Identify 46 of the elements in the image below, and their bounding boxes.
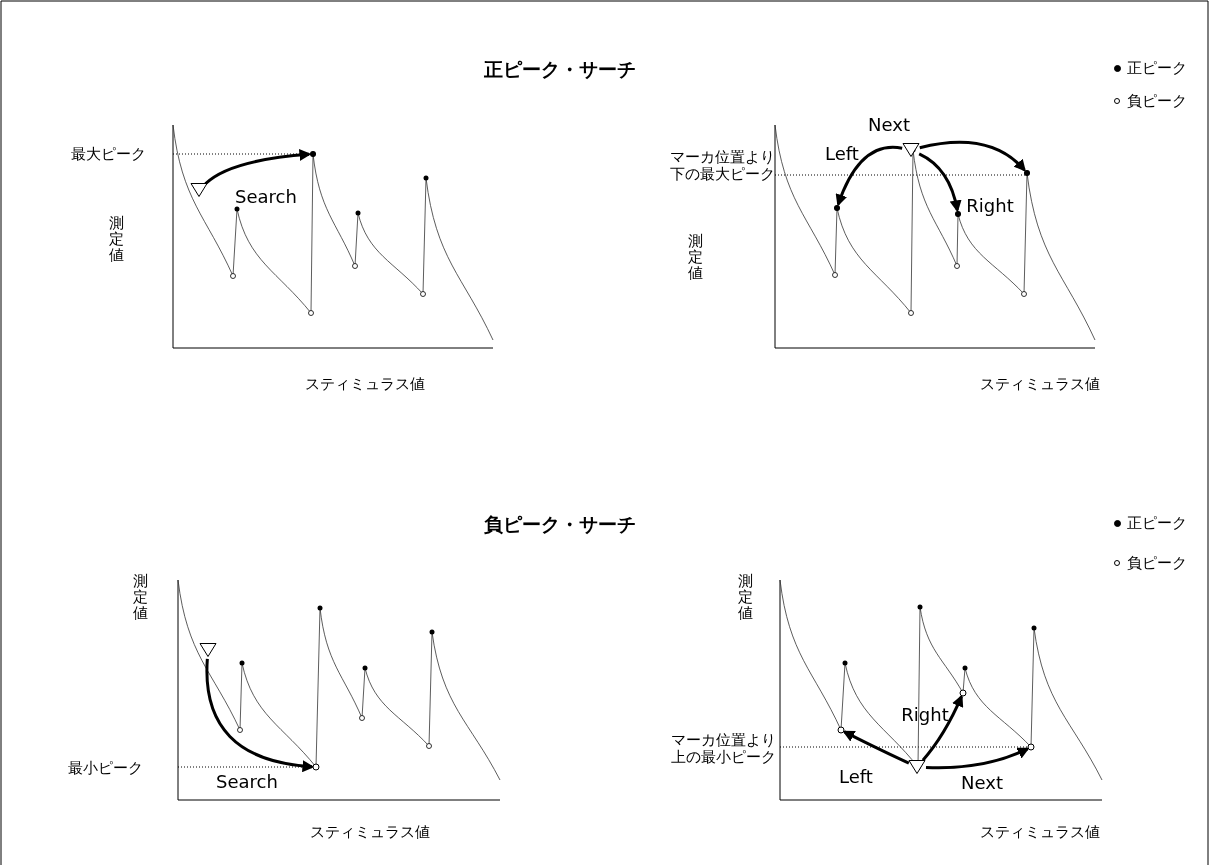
axis-label: スティミュラス値: [310, 822, 430, 842]
axis-label: 最小ピーク: [67, 758, 143, 778]
edge-label: Next: [868, 113, 910, 135]
marker-triangle: [902, 142, 920, 158]
arrow: [921, 694, 964, 762]
note-text: マーカ位置より下の最大ピーク: [668, 148, 776, 182]
peak-circle: [959, 689, 967, 697]
heading: 負ピーク・サーチ: [484, 512, 636, 537]
arrow: [918, 152, 962, 213]
legend-label: 負ピーク: [1127, 91, 1187, 111]
legend-label: 正ピーク: [1127, 513, 1187, 533]
arrow: [919, 140, 1027, 172]
axis-label: スティミュラス値: [980, 822, 1100, 842]
axis-label: スティミュラス値: [980, 374, 1100, 394]
peak-dot: [834, 205, 840, 211]
axis-label: スティミュラス値: [305, 374, 425, 394]
edge-label: Next: [961, 771, 1003, 793]
peak-dot: [955, 211, 961, 217]
axis-label: 測定値: [132, 574, 148, 622]
peak-dot: [310, 151, 316, 157]
peak-circle: [837, 726, 845, 734]
edge-label: Search: [235, 185, 297, 207]
edge-label: Left: [839, 765, 873, 787]
marker-triangle: [199, 642, 217, 658]
marker-triangle: [190, 182, 208, 198]
edge-label: Right: [966, 194, 1014, 216]
peak-dot: [1024, 170, 1030, 176]
legend-label: 負ピーク: [1127, 553, 1187, 573]
note-text: マーカ位置より上の最小ピーク: [669, 731, 777, 765]
edge-label: Left: [825, 142, 859, 164]
axis-label: 最大ピーク: [70, 144, 146, 164]
edge-label: Right: [901, 703, 949, 725]
legend-label: 正ピーク: [1127, 58, 1187, 78]
edge-label: Search: [216, 770, 278, 792]
peak-circle: [312, 763, 320, 771]
arrow: [925, 747, 1030, 770]
heading: 正ピーク・サーチ: [484, 57, 636, 82]
arrow: [842, 730, 910, 765]
arrow: [205, 658, 315, 772]
arrow: [204, 149, 312, 185]
arrow: [835, 145, 903, 207]
axis-label: 測定値: [108, 216, 124, 264]
axis-label: 測定値: [687, 234, 703, 282]
axis-label: 測定値: [737, 574, 753, 622]
marker-triangle: [908, 759, 926, 775]
peak-circle: [1027, 743, 1035, 751]
